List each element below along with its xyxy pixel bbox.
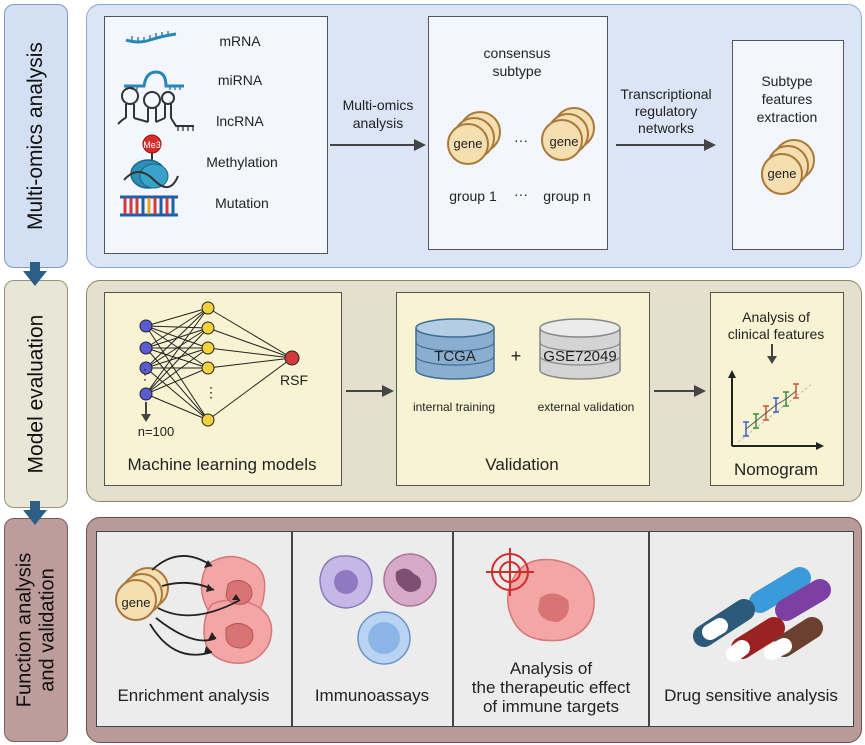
model-tab-label: Model evaluation (23, 314, 47, 474)
therapeutic-line1: Analysis of (509, 659, 593, 678)
right-arrow-icon (346, 385, 394, 397)
nomogram-plot (728, 344, 824, 450)
nomogram-title: Nomogram (733, 460, 819, 479)
ml-dots-right: ⋮ (204, 384, 218, 400)
ellipsis-label: ··· (514, 186, 528, 202)
ml-dots-left: ⋮ (138, 366, 152, 382)
consensus-line1: consensus (483, 45, 551, 61)
tcga-label: TCGA (434, 348, 476, 365)
therapeutic-label: Analysis of the therapeutic effect of im… (454, 659, 648, 716)
gene-label: gene (549, 134, 579, 149)
consensus-line2: subtype (492, 63, 542, 79)
gene-cluster-features (761, 139, 815, 195)
omics-label-methylation: Methylation (206, 154, 278, 170)
immune-cells-illustration (319, 553, 437, 665)
external-label: external validation (537, 400, 635, 414)
divider (648, 531, 650, 727)
me3-label: Me3 (143, 140, 161, 150)
function-tab: Function analysis and validation (4, 518, 68, 742)
function-tab-label: Function analysis and validation (13, 553, 59, 708)
model-tab: Model evaluation (4, 280, 68, 508)
clinical-line2: clinical features (727, 326, 825, 342)
ml-title: Machine learning models (127, 455, 317, 474)
gene-label: gene (121, 595, 151, 610)
arrow2-line3: networks (637, 120, 695, 136)
arrow2-line2: regulatory (634, 103, 698, 119)
arrow2-line1: Transcriptional (620, 86, 712, 102)
divider (452, 531, 454, 727)
down-arrow-icon (23, 501, 47, 525)
groupn-label: group n (543, 188, 591, 204)
right-arrow-icon (654, 385, 706, 397)
right-arrow-icon (330, 139, 426, 151)
gene-cluster-group1 (447, 111, 501, 165)
enrichment-title: Enrichment analysis (117, 686, 270, 705)
mrna-icon (125, 31, 177, 44)
validation-title: Validation (485, 455, 559, 474)
gene-cluster-groupn (541, 107, 595, 161)
arrow2-label: Transcriptional regulatory networks (606, 86, 726, 137)
drug-capsules-illustration (693, 567, 831, 662)
features-line3: extraction (756, 109, 818, 125)
gene-label: gene (453, 136, 483, 151)
features-line2: features (761, 91, 813, 107)
function-tab-line2: and validation (36, 568, 58, 692)
features-line1: Subtype (761, 73, 813, 89)
function-tab-line1: Function analysis (13, 552, 35, 708)
arrow1-label: Multi-omics analysis (328, 96, 428, 132)
features-label: Subtype features extraction (732, 72, 842, 126)
multiomics-tab: Multi-omics analysis (4, 4, 68, 268)
ellipsis-label: ··· (514, 132, 528, 148)
gse-label: GSE72049 (543, 348, 617, 365)
arrow1-line1: Multi-omics (342, 97, 414, 113)
immunoassays-title: Immunoassays (314, 686, 430, 705)
clinical-label: Analysis of clinical features (710, 309, 842, 343)
database-icon (539, 318, 621, 380)
rsf-label: RSF (280, 372, 308, 388)
n100-label: n=100 (137, 424, 175, 439)
neural-network-diagram (139, 301, 300, 427)
plus-label: + (510, 346, 522, 366)
right-arrow-icon (616, 139, 716, 151)
omics-label-mirna: miRNA (217, 72, 263, 88)
target-cell-illustration (486, 548, 595, 642)
omics-label-lncrna: lncRNA (216, 113, 264, 129)
enrichment-illustration (115, 555, 273, 664)
internal-label: internal training (412, 400, 496, 414)
therapeutic-line2: the therapeutic effect (471, 678, 631, 697)
mutation-icon (120, 195, 178, 217)
methylation-icon: Me3 (123, 134, 179, 189)
multiomics-tab-label: Multi-omics analysis (23, 42, 47, 230)
drug-title: Drug sensitive analysis (664, 686, 838, 705)
consensus-label: consensus subtype (428, 44, 606, 80)
omics-label-mrna: mRNA (219, 33, 261, 49)
omics-label-mutation: Mutation (215, 195, 269, 211)
clinical-line1: Analysis of (742, 309, 810, 325)
lncrna-icon (117, 87, 194, 131)
down-arrow-icon (23, 262, 47, 286)
gene-label: gene (767, 166, 797, 181)
arrow1-line2: analysis (352, 115, 404, 131)
therapeutic-line3: of immune targets (482, 697, 620, 716)
group1-label: group 1 (449, 188, 497, 204)
database-icon (415, 318, 495, 380)
divider (291, 531, 293, 727)
